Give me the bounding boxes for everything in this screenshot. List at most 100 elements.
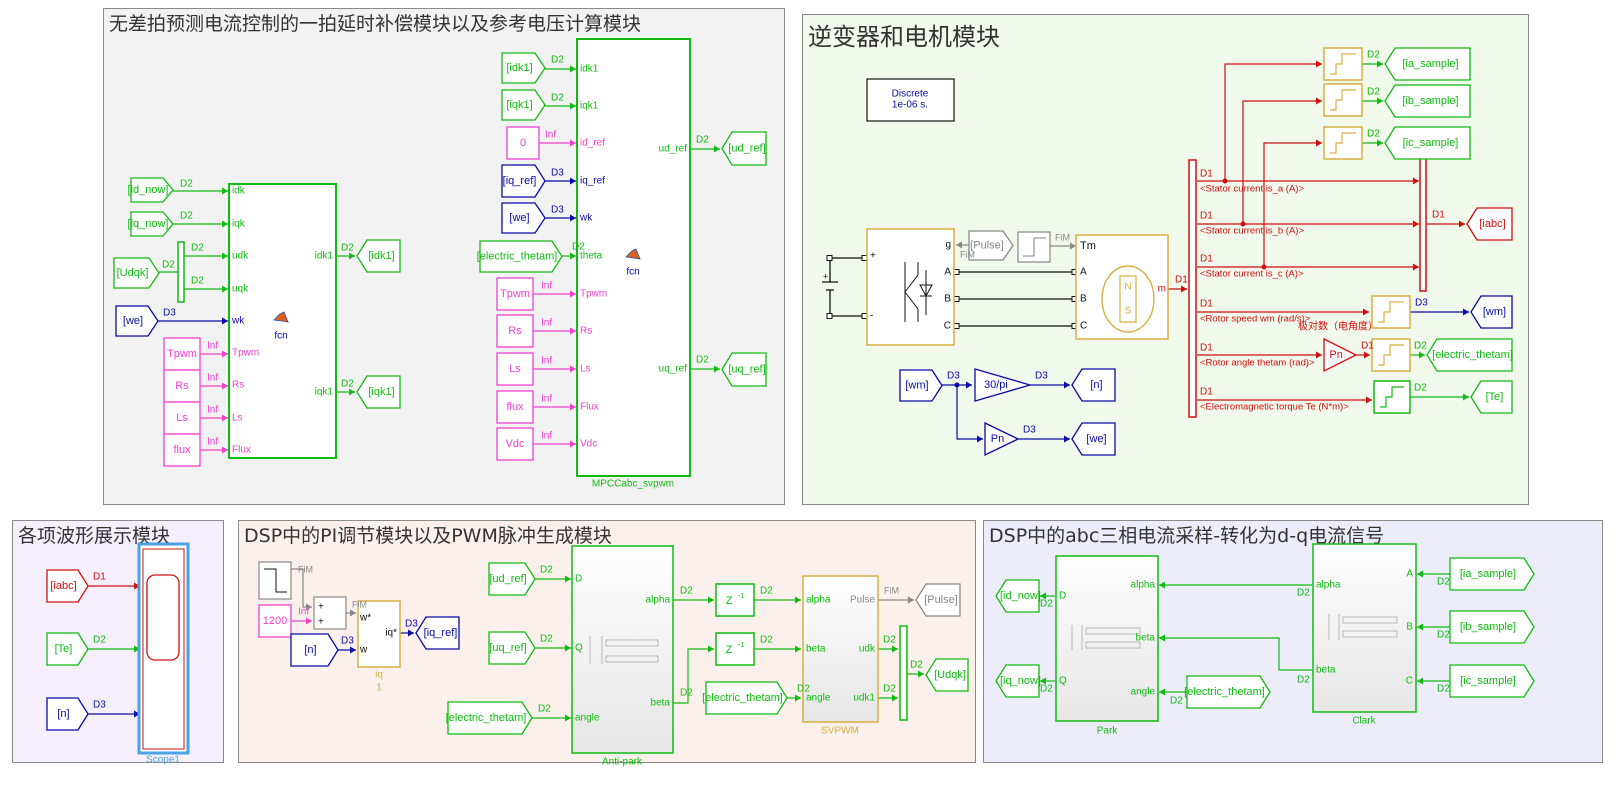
const-flux-2[interactable]	[496, 390, 534, 424]
zoh-ic[interactable]	[1323, 126, 1363, 160]
from-pulse[interactable]	[968, 230, 1014, 261]
goto-id-now[interactable]	[995, 579, 1040, 613]
const-rs-2[interactable]	[496, 314, 534, 348]
from-electric-thetam[interactable]	[479, 240, 563, 273]
goto-idk1[interactable]	[356, 239, 401, 273]
arrowhead	[1377, 139, 1383, 147]
const-flux[interactable]	[163, 433, 201, 467]
zoh-angle[interactable]	[1371, 338, 1411, 372]
from-idk1[interactable]	[501, 52, 546, 84]
goto-electric-thetam[interactable]	[1426, 338, 1513, 372]
from-udqk[interactable]	[113, 257, 160, 289]
goto-iq-now-label: [iq_now]	[1000, 675, 1041, 687]
step-icon	[1023, 237, 1046, 257]
const-1200[interactable]	[258, 604, 292, 638]
goto-wm-label: [wm]	[1483, 306, 1506, 318]
const-zero[interactable]	[506, 126, 540, 160]
gain-pn-angle[interactable]	[1323, 337, 1358, 373]
rate-label: D3	[1023, 425, 1036, 436]
goto-we[interactable]	[1071, 422, 1116, 456]
wire	[1224, 63, 1322, 181]
from-iqk1[interactable]	[501, 89, 546, 121]
from-ic-sample[interactable]	[1449, 664, 1535, 698]
arrowhead	[565, 714, 571, 722]
mux-udqk[interactable]	[899, 625, 908, 721]
product-block[interactable]	[313, 596, 347, 630]
from-ud-ref[interactable]	[488, 562, 536, 596]
step-ref-block[interactable]	[258, 561, 292, 600]
const-ls-2[interactable]	[496, 352, 534, 386]
const-ls[interactable]	[163, 401, 201, 435]
rate-label: D1	[1432, 210, 1445, 221]
goto-iq-now[interactable]	[995, 664, 1040, 698]
gain-pn[interactable]	[984, 421, 1020, 457]
rate-label: D1	[1361, 341, 1374, 352]
arrowhead	[222, 187, 228, 195]
arrowhead	[1040, 677, 1046, 685]
unit-delay-alpha[interactable]	[715, 583, 755, 617]
arrowhead	[1459, 220, 1465, 228]
bus-selector[interactable]	[1188, 159, 1197, 418]
zoh-ib[interactable]	[1323, 83, 1363, 117]
pi-controller-block[interactable]	[357, 600, 401, 668]
from-electric-thetam-3[interactable]	[705, 681, 788, 715]
demux-udqk[interactable]	[177, 241, 185, 303]
park-block[interactable]	[1055, 555, 1159, 722]
anti-park-block[interactable]	[571, 545, 674, 754]
from-te[interactable]	[46, 632, 89, 666]
mux-iabc[interactable]	[1419, 156, 1427, 292]
zoh-te[interactable]	[1373, 380, 1411, 414]
rate-label: Inf	[207, 437, 218, 448]
unit-delay-beta[interactable]	[715, 632, 755, 666]
goto-udqk[interactable]	[925, 658, 969, 692]
from-wm[interactable]	[899, 369, 943, 402]
goto-wm[interactable]	[1470, 295, 1513, 329]
goto-n[interactable]	[1071, 368, 1116, 402]
from-iabc-label: [iabc]	[50, 580, 76, 592]
arrowhead	[892, 645, 898, 653]
from-ia-sample[interactable]	[1449, 557, 1535, 591]
from-we[interactable]	[115, 305, 159, 337]
powergui-block[interactable]	[866, 78, 955, 122]
goto-te[interactable]	[1470, 380, 1513, 414]
from-electric-thetam-2[interactable]	[447, 701, 533, 735]
goto-iqk1[interactable]	[356, 375, 401, 409]
from-iq-now-label: [iq_now]	[128, 218, 169, 230]
goto-ia-sample-label: [ia_sample]	[1402, 58, 1458, 70]
svpwm-block[interactable]	[802, 575, 879, 723]
from-ib-sample[interactable]	[1449, 610, 1535, 644]
goto-ud-ref[interactable]	[721, 131, 767, 166]
from-iq-ref[interactable]	[501, 164, 546, 198]
step-block[interactable]	[1017, 231, 1051, 263]
from-we-2[interactable]	[501, 202, 546, 234]
from-n[interactable]	[46, 697, 89, 731]
const-tpwm-2[interactable]	[496, 277, 534, 311]
from-uq-ref[interactable]	[488, 631, 536, 665]
goto-iabc[interactable]	[1466, 207, 1513, 241]
goto-ib-sample[interactable]	[1384, 84, 1471, 118]
mpcc-in-port: theta	[580, 251, 603, 262]
zoh-ia[interactable]	[1323, 47, 1363, 81]
const-tpwm[interactable]	[163, 337, 201, 371]
from-electric-thetam-4[interactable]	[1186, 675, 1271, 709]
goto-ic-sample[interactable]	[1384, 126, 1471, 160]
goto-uq-ref[interactable]	[721, 352, 767, 387]
from-id-now[interactable]	[130, 177, 174, 203]
inverter-block[interactable]	[866, 228, 955, 346]
from-iq-now[interactable]	[130, 211, 174, 237]
rate-label: Inf	[541, 281, 552, 292]
goto-pulse[interactable]	[915, 583, 961, 617]
const-vdc[interactable]	[496, 427, 534, 461]
gain-30-pi[interactable]	[974, 368, 1033, 402]
rate-label: FiM	[1055, 232, 1070, 242]
clark-block[interactable]	[1312, 543, 1417, 713]
zoh-icon	[1378, 344, 1404, 366]
arrowhead	[408, 629, 414, 637]
zoh-wm[interactable]	[1371, 295, 1411, 329]
zoh-icon	[1330, 53, 1356, 75]
from-iabc[interactable]	[46, 569, 89, 603]
goto-ia-sample[interactable]	[1384, 47, 1471, 81]
arrowhead	[1366, 396, 1372, 404]
goto-iq-ref[interactable]	[415, 616, 460, 650]
from-n-2[interactable]	[290, 633, 339, 667]
